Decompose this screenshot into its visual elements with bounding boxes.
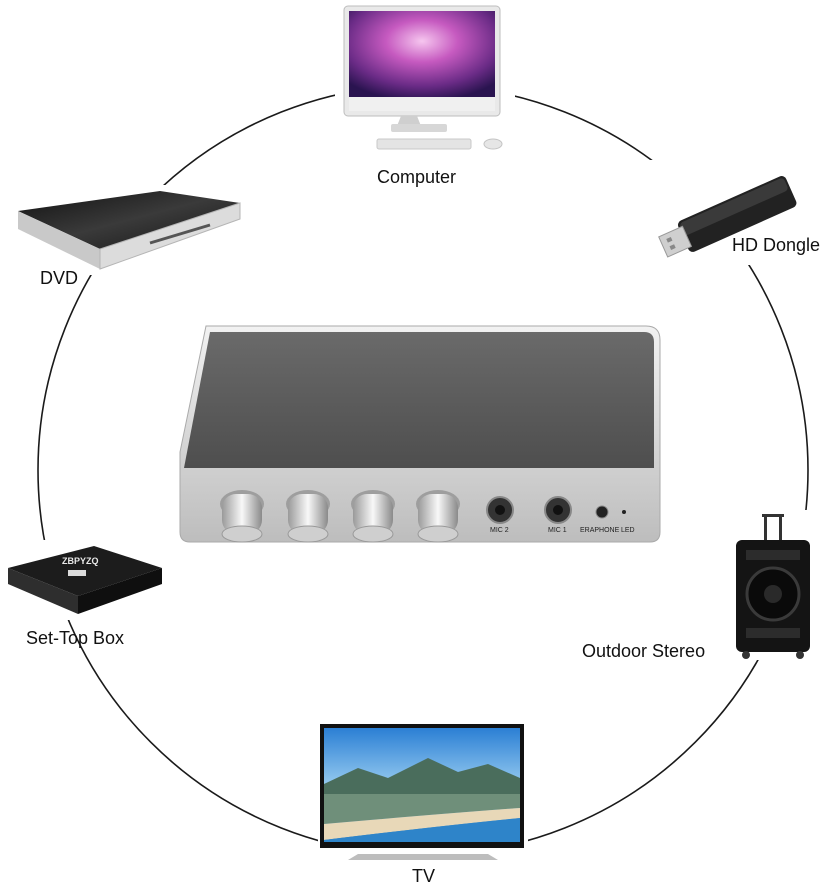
hd-dongle-device [650, 160, 805, 265]
tv-label: TV [412, 866, 436, 886]
karaoke-mixer-icon: MIC 2 MIC 1 ERAPHONE LED [179, 325, 661, 543]
dvd-label: DVD [40, 268, 79, 288]
dvd-device [10, 185, 245, 275]
speaker-icon [736, 514, 810, 659]
outdoor-stereo-device [732, 510, 814, 660]
earphone-jack[interactable] [595, 505, 609, 519]
usb-dongle-icon [658, 176, 797, 258]
set-top-box-icon: ZBPYZQ [8, 546, 162, 614]
volume-knob[interactable] [286, 490, 330, 543]
mic1-label: MIC 1 [548, 527, 567, 534]
computer-label: Computer [377, 167, 457, 187]
desktop-computer-icon [343, 5, 503, 150]
set-top-box-device: ZBPYZQ [2, 540, 167, 620]
earphone-label: ERAPHONE [580, 527, 620, 534]
led-indicator [622, 510, 626, 514]
volume-knob[interactable] [351, 490, 395, 543]
karaoke-mixer: MIC 2 MIC 1 ERAPHONE LED [176, 322, 662, 592]
outdoor-stereo-label: Outdoor Stereo [582, 641, 706, 661]
hd-dongle-label: HD Dongle [732, 235, 821, 255]
volume-knob[interactable] [220, 490, 264, 543]
dvd-player-icon [18, 191, 241, 270]
set-top-box-brand: ZBPYZQ [62, 556, 99, 566]
led-label: LED [621, 527, 635, 534]
computer-device [335, 0, 515, 160]
set-top-box-label: Set-Top Box [26, 628, 125, 648]
television-icon [320, 724, 524, 860]
mic2-label: MIC 2 [490, 527, 509, 534]
tv-device [318, 722, 528, 862]
volume-knob[interactable] [416, 490, 460, 543]
